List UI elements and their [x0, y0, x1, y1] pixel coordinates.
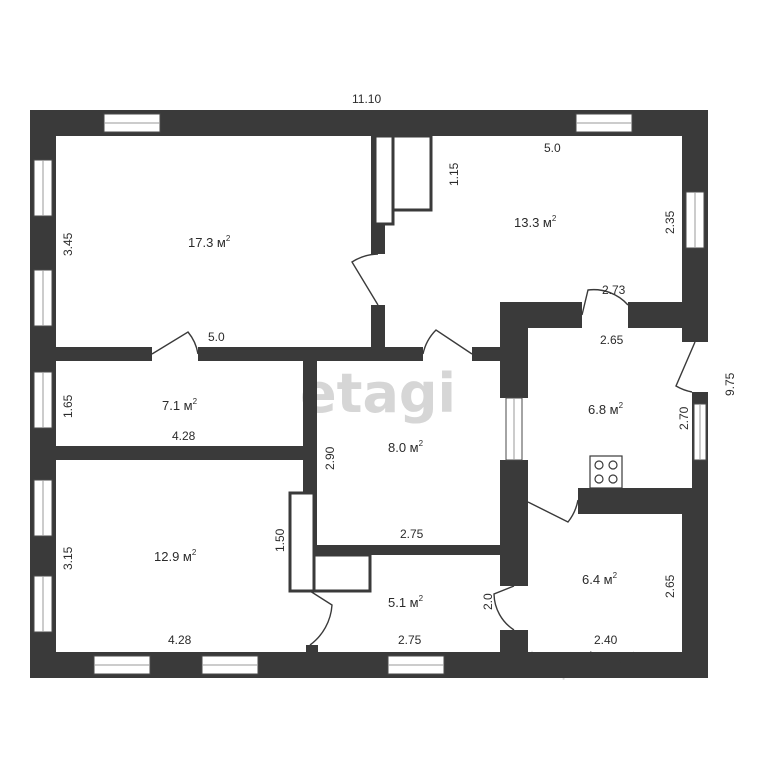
dim-270: 2.70	[677, 406, 691, 430]
area-hall: 8.0 м2	[388, 439, 424, 455]
dim-428-bottom: 4.28	[168, 633, 192, 647]
dim-50-top: 5.0	[544, 141, 561, 155]
window-inner	[505, 397, 523, 461]
dim-275-mid: 2.75	[400, 527, 424, 541]
dim-273: 2.73	[602, 283, 626, 297]
area-living-room: 17.3 м2	[188, 234, 231, 250]
window-right-1	[685, 191, 705, 249]
dim-275-bottom: 2.75	[398, 633, 422, 647]
dim-20: 2.0	[481, 593, 495, 610]
dim-235: 2.35	[663, 210, 677, 234]
dim-115: 1.15	[447, 162, 461, 186]
dim-50-mid: 5.0	[208, 330, 225, 344]
dim-315: 3.15	[61, 546, 75, 570]
window-left-4	[33, 479, 53, 537]
dim-150: 1.50	[273, 528, 287, 552]
window-left-1	[33, 159, 53, 217]
room-areas: 17.3 м2 13.3 м2 7.1 м2 8.0 м2 6.8 м2 12.…	[154, 214, 624, 610]
stove-icon	[589, 455, 623, 489]
area-kitchen-room: 13.3 м2	[514, 214, 557, 230]
window-top-left	[103, 113, 161, 133]
window-bottom-3	[387, 655, 445, 675]
shafts	[288, 134, 433, 593]
windows	[33, 113, 707, 675]
dim-265-right: 2.65	[663, 574, 677, 598]
dim-265-top: 2.65	[600, 333, 624, 347]
dim-240: 2.40	[594, 633, 618, 647]
area-bedroom: 12.9 м2	[154, 548, 197, 564]
room-dimensions: 3.45 5.0 1.15 2.35 5.0 2.73 2.65 1.65 4.…	[61, 141, 691, 647]
doors	[151, 253, 696, 665]
overall-width: 11.10	[352, 92, 381, 106]
overall-height: 9.75	[723, 372, 737, 396]
dim-345: 3.45	[61, 232, 75, 256]
area-small-room: 7.1 м2	[162, 397, 198, 413]
dim-290: 2.90	[323, 446, 337, 470]
window-bottom-2	[201, 655, 259, 675]
watermark-etagi: etagi	[300, 362, 456, 425]
area-kitchenette: 6.8 м2	[588, 401, 624, 417]
area-entrance: 6.4 м2	[582, 571, 618, 587]
window-left-3	[33, 371, 53, 429]
window-bottom-1	[93, 655, 151, 675]
dim-165: 1.65	[61, 394, 75, 418]
area-corridor: 5.1 м2	[388, 594, 424, 610]
dim-428-top: 4.28	[172, 429, 196, 443]
window-top-right	[575, 113, 633, 133]
window-left-2	[33, 269, 53, 327]
window-left-5	[33, 575, 53, 633]
window-right-2	[693, 403, 707, 461]
